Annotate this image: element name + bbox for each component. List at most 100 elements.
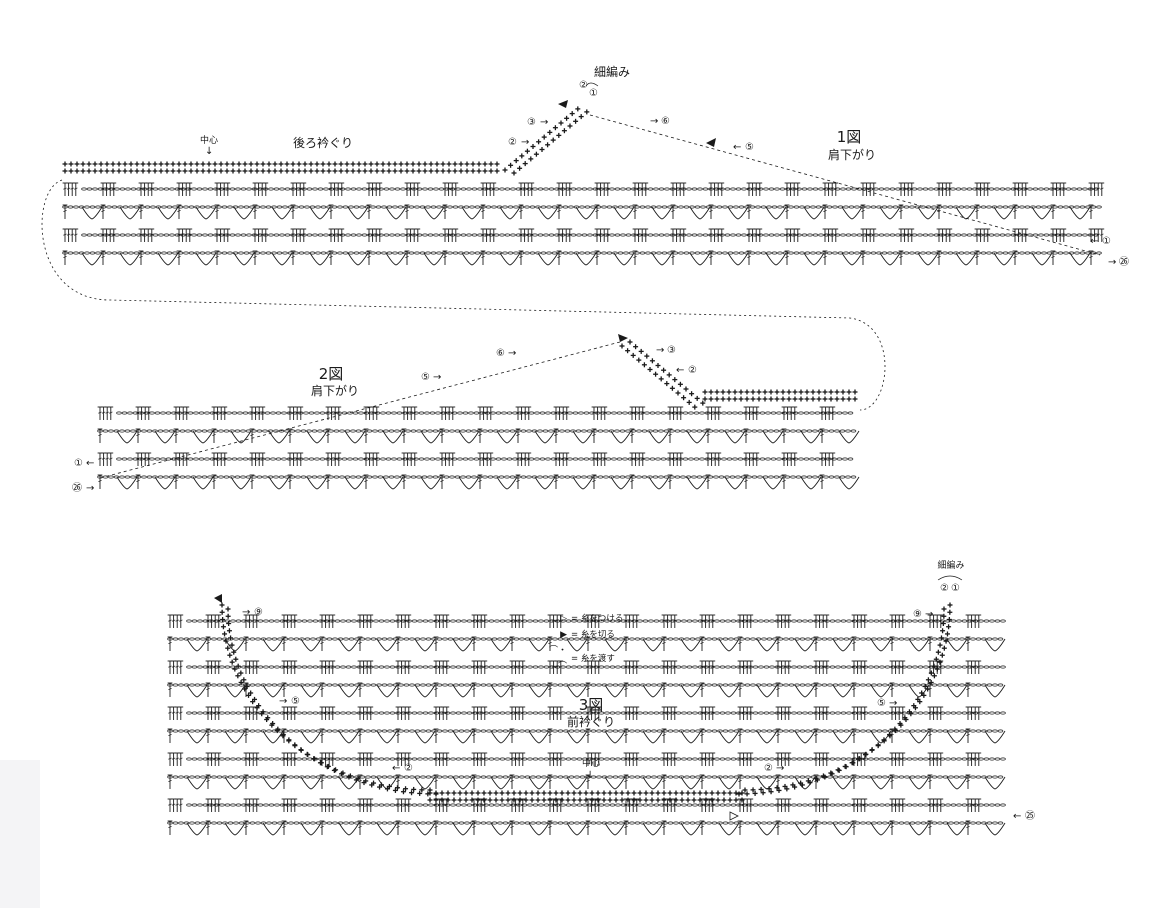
- v-shell: [376, 684, 398, 698]
- chain-stitch: [741, 187, 747, 191]
- chain-stitch: [340, 665, 346, 669]
- chain-stitch: [414, 205, 420, 209]
- chain-stitch: [356, 233, 362, 237]
- chain-stitch: [914, 251, 921, 255]
- chain-stitch: [387, 637, 393, 641]
- chain-stitch: [689, 205, 695, 209]
- chain-stitch: [663, 475, 670, 479]
- chain-stitch: [259, 457, 265, 461]
- chain-stitch: [706, 637, 712, 641]
- chain-stitch: [337, 205, 343, 209]
- dc-bar: [481, 209, 485, 213]
- chain-stitch: [205, 637, 212, 641]
- chain-stitch: [746, 475, 752, 479]
- chain-stitch: [750, 683, 756, 687]
- chain-stitch: [381, 205, 387, 209]
- chain-stitch: [130, 187, 137, 191]
- chain-stitch: [664, 711, 671, 715]
- chain-stitch: [768, 429, 774, 433]
- chain-stitch: [139, 251, 145, 255]
- dc-bar: [603, 457, 607, 460]
- chain-stitch: [629, 637, 635, 641]
- chain-stitch: [370, 683, 377, 687]
- chain-stitch: [392, 683, 399, 687]
- chain-stitch: [309, 251, 316, 255]
- chain-stitch: [408, 251, 415, 255]
- chain-stitch: [505, 711, 511, 715]
- chain-stitch: [318, 665, 324, 669]
- chain-stitch: [618, 683, 624, 687]
- chain-stitch: [427, 187, 434, 191]
- chain-stitch: [472, 711, 478, 715]
- chain-stitch: [488, 619, 495, 623]
- chain-stitch: [353, 205, 360, 209]
- chain-stitch: [455, 187, 461, 191]
- chain-stitch: [406, 619, 412, 623]
- chain-stitch: [350, 429, 356, 433]
- v-shell: [724, 476, 746, 490]
- chain-stitch: [751, 429, 758, 433]
- chain-stitch: [271, 251, 277, 255]
- v-shell: [195, 206, 217, 220]
- chain-stitch: [463, 251, 470, 255]
- chain-stitch: [920, 637, 927, 641]
- chain-stitch: [791, 665, 797, 669]
- chain-stitch: [198, 457, 205, 461]
- dc-bar: [244, 641, 248, 645]
- chain-stitch: [198, 411, 205, 415]
- chain-stitch: [821, 251, 827, 255]
- chain-stitch: [411, 619, 418, 623]
- chain-stitch: [671, 457, 678, 461]
- v-shell: [832, 684, 854, 698]
- chain-stitch: [784, 429, 791, 433]
- chain-stitch: [1046, 251, 1053, 255]
- chain-stitch: [418, 411, 425, 415]
- chain-stitch: [127, 411, 133, 415]
- chain-stitch: [788, 251, 794, 255]
- v-shell: [309, 206, 331, 220]
- chain-stitch: [1076, 187, 1083, 191]
- chain-stitch: [67, 205, 74, 209]
- chain-stitch: [649, 411, 656, 415]
- dc-bar: [823, 209, 827, 213]
- chain-stitch: [442, 637, 448, 641]
- chain-stitch: [772, 683, 778, 687]
- chain-stitch: [240, 187, 247, 191]
- chain-stitch: [427, 475, 433, 479]
- dc-bar: [367, 209, 371, 213]
- chain-stitch: [312, 619, 319, 623]
- chain-stitch: [634, 251, 640, 255]
- chain-stitch: [876, 637, 883, 641]
- chain-stitch: [678, 637, 685, 641]
- chain-stitch: [133, 205, 140, 209]
- v-shell: [385, 252, 407, 266]
- chain-stitch: [986, 683, 993, 687]
- chain-stitch: [178, 683, 184, 687]
- chain-stitch: [446, 457, 452, 461]
- chain-stitch: [527, 711, 533, 715]
- chain-stitch: [890, 619, 896, 623]
- chain-stitch: [278, 429, 285, 433]
- chain-stitch: [230, 619, 236, 623]
- chain-stitch: [779, 233, 786, 237]
- chain-stitch: [172, 251, 178, 255]
- chain-stitch: [774, 233, 780, 237]
- chain-stitch: [480, 205, 486, 209]
- chain-stitch: [378, 187, 384, 191]
- chain-stitch: [722, 683, 729, 687]
- chain-stitch: [649, 457, 656, 461]
- chain-stitch: [502, 637, 509, 641]
- chain-stitch: [636, 475, 642, 479]
- chain-stitch: [598, 187, 604, 191]
- chain-stitch: [433, 619, 440, 623]
- chain-stitch: [837, 205, 844, 209]
- chain-stitch: [326, 637, 333, 641]
- chain-stitch: [455, 665, 462, 669]
- chain-stitch: [276, 251, 283, 255]
- chain-stitch: [670, 619, 676, 623]
- chain-stitch: [601, 251, 607, 255]
- chain-stitch: [372, 475, 378, 479]
- chain-stitch: [1024, 251, 1031, 255]
- dc-bar: [255, 619, 259, 622]
- v-shell: [762, 430, 784, 444]
